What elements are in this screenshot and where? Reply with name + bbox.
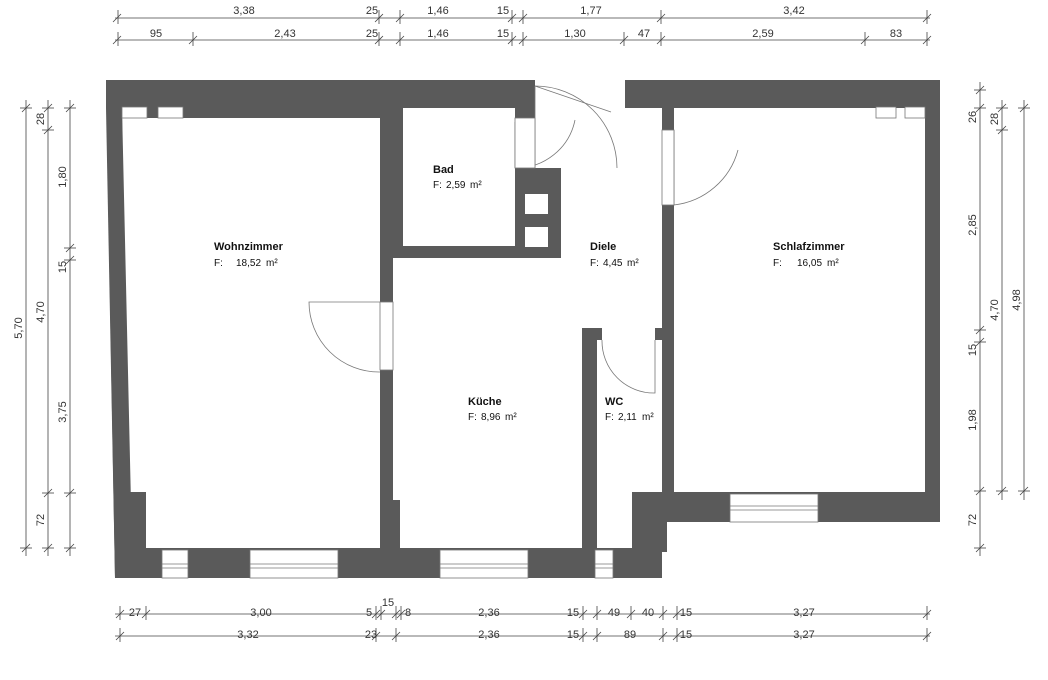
room-area-diele: 4,45	[603, 258, 623, 269]
room-area-unit-schlafzimmer: m²	[827, 258, 839, 269]
dim-right-inner-4: 72	[967, 514, 979, 526]
room-area-prefix-wc: F:	[605, 412, 614, 423]
room-name-kueche: Küche	[468, 396, 502, 408]
dim-bot1-5: 2,36	[478, 607, 499, 619]
dim-top2-7: 2,59	[752, 28, 773, 40]
room-area-wohnzimmer: 18,52	[236, 258, 261, 269]
dim-bot2-2: 2,36	[478, 629, 499, 641]
dim-left-inner-0: 1,80	[57, 166, 69, 187]
dim-top1-1: 25	[366, 5, 378, 17]
dim-left-mid-2: 72	[35, 514, 47, 526]
room-labels: Wohnzimmer F: 18,52 m² Bad F: 2,59 m² Di…	[214, 164, 845, 423]
room-area-prefix-diele: F:	[590, 258, 599, 269]
dim-left-outer-0: 5,70	[13, 317, 25, 338]
dim-top2-1: 2,43	[274, 28, 295, 40]
dim-top2-3: 1,46	[427, 28, 448, 40]
dim-top2-2: 25	[366, 28, 378, 40]
dim-bot2-0: 3,32	[237, 629, 258, 641]
dim-bot1-6: 15	[567, 607, 579, 619]
dim-bot1-4: 8	[405, 607, 411, 619]
room-area-bad: 2,59	[446, 180, 466, 191]
room-area-kueche: 8,96	[481, 412, 501, 423]
room-area-unit-wohnzimmer: m²	[266, 258, 278, 269]
dim-top1-4: 1,77	[580, 5, 601, 17]
dim-bot1-10: 3,27	[793, 607, 814, 619]
room-area-prefix-kueche: F:	[468, 412, 477, 423]
dim-left-inner-1: 15	[57, 261, 69, 273]
dim-top2-0: 95	[150, 28, 162, 40]
dim-bot1-1: 3,00	[250, 607, 271, 619]
dim-top2-5: 1,30	[564, 28, 585, 40]
dim-bot2-1: 23	[365, 629, 377, 641]
dim-bot2-5: 15	[680, 629, 692, 641]
room-area-unit-diele: m²	[627, 258, 639, 269]
dim-right-mid-0: 28	[989, 113, 1001, 125]
dim-bot2-4: 89	[624, 629, 636, 641]
dim-right-inner-3: 1,98	[967, 409, 979, 430]
dim-left-mid-1: 4,70	[35, 301, 47, 322]
room-name-wohnzimmer: Wohnzimmer	[214, 241, 284, 253]
room-area-prefix-bad: F:	[433, 180, 442, 191]
room-area-unit-kueche: m²	[505, 412, 517, 423]
dim-top1-2: 1,46	[427, 5, 448, 17]
dim-top2-4: 15	[497, 28, 509, 40]
dim-top1-0: 3,38	[233, 5, 254, 17]
dim-bot1-2: 5	[366, 607, 372, 619]
dimension-lines: 3,38 25 1,46 15 1,77 3,42 95 2,43 25 1,4…	[13, 5, 1030, 642]
dim-bot1-3: 15	[382, 597, 394, 609]
dim-top1-5: 3,42	[783, 5, 804, 17]
dim-right-outer-0: 4,98	[1011, 289, 1023, 310]
room-name-diele: Diele	[590, 241, 616, 253]
windows	[161, 493, 819, 579]
dim-bot1-9: 15	[680, 607, 692, 619]
room-area-prefix-schlafzimmer: F:	[773, 258, 782, 269]
dim-right-inner-0: 26	[967, 111, 979, 123]
dim-bot1-8: 40	[642, 607, 654, 619]
room-name-schlafzimmer: Schlafzimmer	[773, 241, 845, 253]
doors	[308, 85, 739, 394]
room-area-unit-wc: m²	[642, 412, 654, 423]
dim-top1-3: 15	[497, 5, 509, 17]
room-name-wc: WC	[605, 396, 623, 408]
dim-right-inner-1: 2,85	[967, 214, 979, 235]
dim-top2-8: 83	[890, 28, 902, 40]
room-area-wc: 2,11	[618, 412, 637, 423]
dim-top2-6: 47	[638, 28, 650, 40]
room-area-prefix-wohnzimmer: F:	[214, 258, 223, 269]
dim-bot1-0: 27	[129, 607, 141, 619]
room-name-bad: Bad	[433, 164, 454, 176]
dim-left-mid-0: 28	[35, 113, 47, 125]
dim-bot1-7: 49	[608, 607, 620, 619]
dim-right-mid-1: 4,70	[989, 299, 1001, 320]
dim-right-inner-2: 15	[967, 344, 979, 356]
dim-bot2-6: 3,27	[793, 629, 814, 641]
room-area-unit-bad: m²	[470, 180, 482, 191]
room-area-schlafzimmer: 16,05	[797, 258, 822, 269]
dim-bot2-3: 15	[567, 629, 579, 641]
dim-left-inner-2: 3,75	[57, 401, 69, 422]
